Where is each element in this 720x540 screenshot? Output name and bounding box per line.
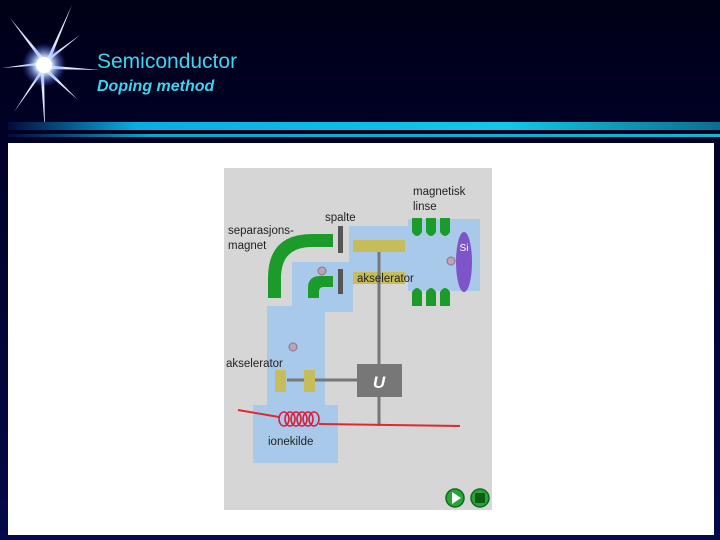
slit-label: spalte (325, 212, 356, 224)
separation-magnet-label-1: separasjons- (228, 225, 294, 237)
header-divider-thin (8, 134, 720, 137)
accelerator-plate-right (304, 370, 315, 392)
header-divider (8, 122, 720, 130)
heater-wire-left (237, 409, 280, 418)
slit-lower (338, 269, 343, 294)
slit-upper (338, 226, 343, 253)
silicon-target (456, 232, 472, 292)
ion-source-chamber (253, 405, 338, 463)
magnetic-lens-label-2: linse (413, 201, 437, 213)
slide-subtitle: Doping method (97, 78, 215, 95)
accelerator-label-left: akselerator (226, 358, 283, 370)
heater-coil (278, 411, 320, 427)
starburst-logo (2, 5, 100, 132)
slide-title: Semiconductor (97, 50, 238, 73)
separation-magnet-outer (268, 234, 333, 298)
ion-particle (317, 266, 327, 276)
accelerator-plate-left (275, 370, 286, 392)
play-icon (452, 492, 461, 504)
accelerator-plate-top (353, 240, 405, 252)
play-button[interactable] (445, 488, 465, 508)
ion-implanter-diagram: Si U magnetisk linse spalte separasjons-… (224, 168, 492, 510)
vertical-beam-pipe (267, 306, 325, 412)
magnetic-lens-top (412, 218, 450, 236)
magnetic-lens-bottom (412, 288, 450, 306)
target-label: Si (460, 243, 469, 254)
magnetic-lens-label-1: magnetisk (413, 186, 466, 198)
ion-particle (288, 342, 298, 352)
voltage-source (357, 364, 402, 397)
ion-particle (446, 256, 456, 266)
ion-source-label: ionekilde (268, 436, 313, 448)
stop-icon (475, 493, 485, 503)
separation-magnet-inner (308, 276, 333, 298)
stop-button[interactable] (470, 488, 490, 508)
heater-wire-right (318, 423, 461, 427)
separation-magnet-label-2: magnet (228, 240, 267, 252)
voltage-label: U (373, 373, 386, 392)
circuit-wires (287, 252, 381, 426)
accelerator-label-top: akselerator (357, 273, 414, 285)
